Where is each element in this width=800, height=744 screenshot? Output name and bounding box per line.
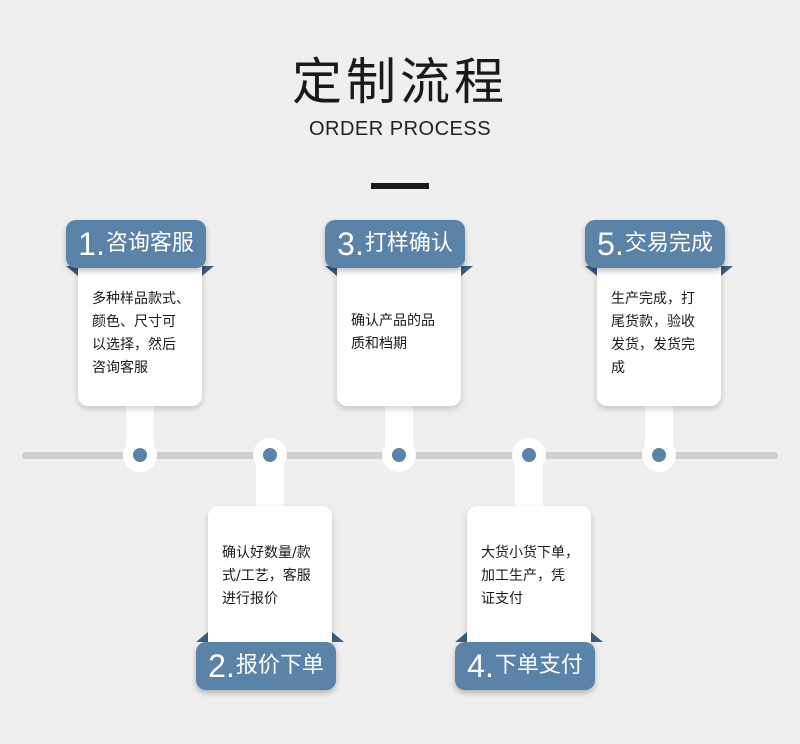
step-4-description: 大货小货下单， 加工生产，凭 证支付 [481, 545, 579, 607]
page-title: 定制流程 [292, 53, 508, 111]
step-4-connector [512, 438, 546, 510]
step-2-tab: 2.报价下单 [196, 642, 336, 690]
step-4-number: 4 [467, 648, 485, 684]
step-1-connector [123, 402, 157, 472]
step-5-tab: 5.交易完成 [585, 220, 725, 268]
step-4-tab: 4.下单支付 [455, 642, 595, 690]
step-1-label: 咨询客服 [105, 231, 194, 256]
step-2-card: 确认好数量/款 式/工艺，客服 进行报价 [208, 506, 332, 654]
step-3-description: 确认产品的品 质和档期 [351, 313, 435, 352]
step-3-tab: 3.打样确认 [325, 220, 465, 268]
step-2-connector [253, 438, 287, 510]
step-5-number: 5 [597, 226, 615, 262]
step-2-number: 2 [208, 648, 226, 684]
step-1-number: 1 [78, 226, 96, 262]
step-5-connector [642, 402, 676, 472]
step-5-card: 生产完成，打 尾货款，验收 发货，发货完 成 [597, 250, 721, 406]
step-1-description: 多种样品款式、 颜色、尺寸可 以选择，然后 咨询客服 [92, 291, 190, 376]
step-1-card: 多种样品款式、 颜色、尺寸可 以选择，然后 咨询客服 [78, 250, 202, 406]
step-5-dot [652, 448, 666, 462]
step-1-dot [133, 448, 147, 462]
step-5-description: 生产完成，打 尾货款，验收 发货，发货完 成 [611, 291, 695, 376]
step-1-tab: 1.咨询客服 [66, 220, 206, 268]
step-4-dot [522, 448, 536, 462]
step-2-description: 确认好数量/款 式/工艺，客服 进行报价 [222, 545, 311, 607]
step-2-dot [263, 448, 277, 462]
step-3-card: 确认产品的品 质和档期 [337, 250, 461, 406]
step-5-label: 交易完成 [624, 231, 713, 256]
title-divider [371, 183, 429, 189]
step-4-card: 大货小货下单， 加工生产，凭 证支付 [467, 506, 591, 654]
step-3-connector [382, 402, 416, 472]
step-3-label: 打样确认 [364, 231, 453, 256]
step-2-label: 报价下单 [235, 653, 324, 678]
step-3-dot [392, 448, 406, 462]
step-3-number: 3 [337, 226, 355, 262]
page-subtitle: ORDER PROCESS [308, 118, 492, 140]
step-4-label: 下单支付 [494, 653, 583, 678]
